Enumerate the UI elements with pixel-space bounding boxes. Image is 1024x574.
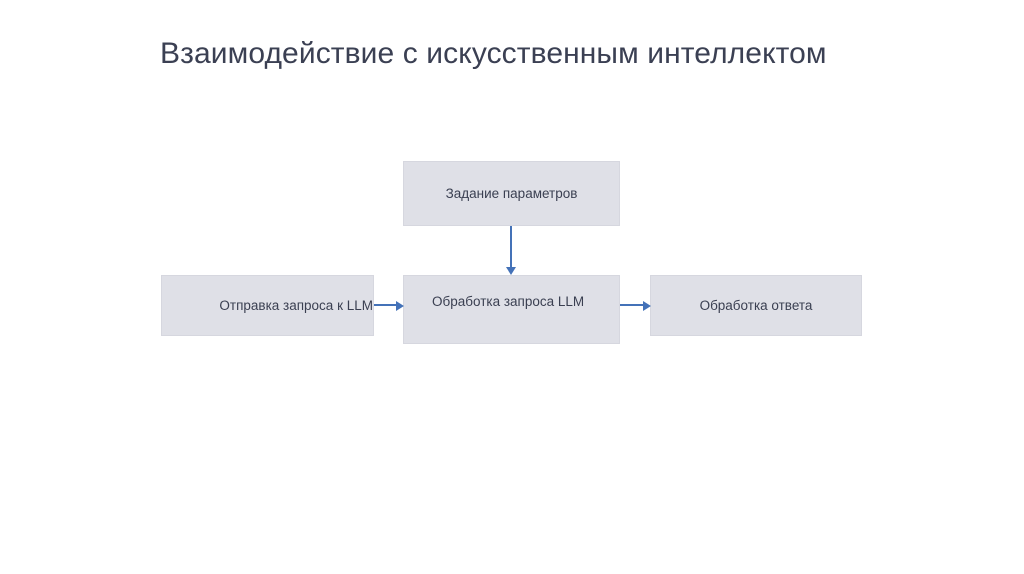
flow-node-label: Обработка ответа: [699, 297, 813, 313]
connector-line: [374, 304, 397, 306]
flow-node-label: Обработка запроса LLM: [432, 294, 585, 309]
flow-node-process-answer[interactable]: Обработка ответа: [650, 275, 862, 336]
arrowhead-right-icon: [396, 301, 404, 311]
connector-line: [510, 226, 512, 268]
connector-line: [620, 304, 644, 306]
page-title: Взаимодействие с искусственным интеллект…: [160, 37, 827, 70]
flow-node-label: Задание параметров: [445, 185, 578, 201]
flow-node-set-parameters[interactable]: Задание параметров: [403, 161, 620, 226]
arrowhead-down-icon: [506, 267, 516, 275]
flow-node-label: Отправка запроса к LLM: [219, 297, 373, 313]
flow-node-process-request[interactable]: Обработка запроса LLM: [403, 275, 620, 344]
flow-node-send-request[interactable]: Отправка запроса к LLM: [161, 275, 374, 336]
arrowhead-right-icon: [643, 301, 651, 311]
